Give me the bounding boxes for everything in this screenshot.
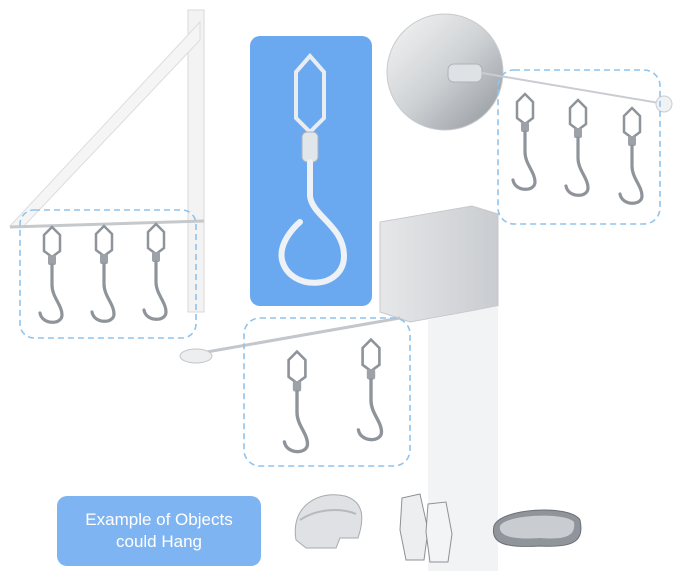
retractable-reel [386, 13, 673, 131]
goggles-icon [492, 509, 582, 547]
dashed-outline-left [19, 209, 197, 339]
helmet-icon [294, 494, 363, 549]
caption-line-1: Example of Objects [85, 510, 233, 529]
folding-bracket [8, 9, 205, 313]
caption-line-2: could Hang [115, 532, 202, 551]
dashed-outline-right [497, 69, 661, 225]
caption-box: Example of Objects could Hang [57, 496, 261, 566]
swivel-hook-closeup [278, 52, 348, 286]
gloves-icon [399, 493, 453, 563]
